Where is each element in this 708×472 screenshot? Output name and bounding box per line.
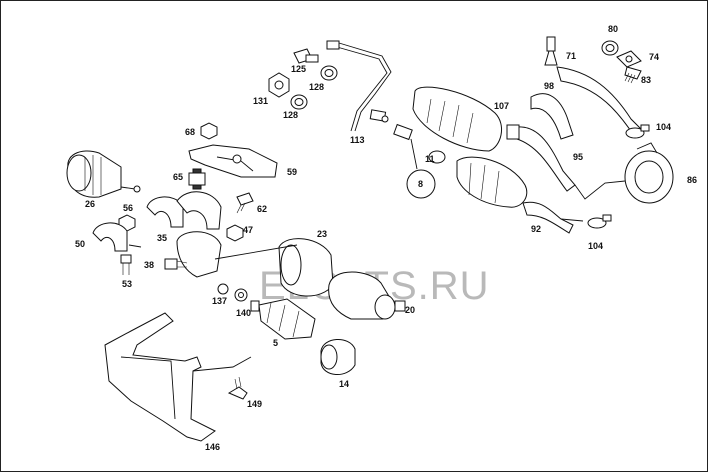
filter-20[interactable] bbox=[328, 271, 406, 320]
bracket-74[interactable] bbox=[616, 50, 642, 68]
label-149: 149 bbox=[247, 399, 262, 409]
label-113: 113 bbox=[350, 135, 365, 145]
label-26: 26 bbox=[85, 199, 95, 209]
label-137: 137 bbox=[212, 296, 227, 306]
cover-146[interactable] bbox=[104, 312, 216, 442]
label-56: 56 bbox=[123, 203, 133, 213]
label-8: 8 bbox=[418, 179, 423, 189]
screw-62[interactable] bbox=[236, 192, 254, 214]
accumulator-upper[interactable] bbox=[412, 86, 503, 152]
label-107: 107 bbox=[494, 101, 509, 111]
nut-47[interactable] bbox=[226, 224, 244, 242]
label-59: 59 bbox=[287, 167, 297, 177]
screw-149[interactable] bbox=[227, 376, 248, 400]
washer-128a[interactable] bbox=[320, 65, 338, 81]
label-131: 131 bbox=[253, 96, 268, 106]
label-23: 23 bbox=[317, 229, 327, 239]
label-146: 146 bbox=[205, 442, 220, 452]
label-14: 14 bbox=[339, 379, 349, 389]
pump-5[interactable] bbox=[250, 298, 316, 340]
label-11: 11 bbox=[425, 154, 435, 164]
hose-107[interactable] bbox=[530, 93, 574, 140]
clamp-lower[interactable] bbox=[176, 231, 222, 278]
hose-95[interactable] bbox=[506, 124, 576, 192]
bolt-53[interactable] bbox=[120, 254, 132, 275]
label-92: 92 bbox=[531, 224, 541, 234]
label-71: 71 bbox=[566, 51, 576, 61]
hose-92[interactable] bbox=[522, 201, 574, 234]
clamp-50[interactable] bbox=[92, 222, 142, 252]
label-104a: 104 bbox=[656, 122, 671, 132]
label-68: 68 bbox=[185, 127, 195, 137]
label-35: 35 bbox=[157, 233, 167, 243]
label-83: 83 bbox=[641, 75, 651, 85]
fuel-pump-26[interactable] bbox=[66, 150, 141, 198]
nut-68[interactable] bbox=[200, 122, 218, 140]
label-65: 65 bbox=[173, 172, 183, 182]
fitting-125[interactable] bbox=[293, 48, 319, 64]
label-140: 140 bbox=[236, 308, 251, 318]
washer-137[interactable] bbox=[217, 283, 229, 295]
screw-83[interactable] bbox=[624, 66, 642, 84]
damper-86[interactable] bbox=[624, 142, 674, 204]
leader-line bbox=[574, 180, 626, 200]
label-104b: 104 bbox=[588, 241, 603, 251]
ring-14[interactable] bbox=[320, 339, 356, 375]
fuel-pipe-113[interactable] bbox=[326, 40, 392, 132]
washer-128b[interactable] bbox=[290, 94, 308, 110]
label-38: 38 bbox=[144, 260, 154, 270]
star-washer-140[interactable] bbox=[234, 288, 248, 302]
label-20: 20 bbox=[405, 305, 415, 315]
connector-71[interactable] bbox=[544, 36, 558, 66]
damper-65[interactable] bbox=[188, 168, 206, 190]
clamp-104a[interactable] bbox=[625, 124, 650, 139]
nut-131[interactable] bbox=[268, 72, 290, 98]
banjo-bolt-80[interactable] bbox=[601, 40, 619, 56]
label-80: 80 bbox=[608, 24, 618, 34]
clamp-104b[interactable] bbox=[587, 214, 612, 229]
sensor-11[interactable] bbox=[393, 123, 446, 164]
label-128a: 128 bbox=[309, 82, 324, 92]
label-86: 86 bbox=[687, 175, 697, 185]
label-53: 53 bbox=[122, 279, 132, 289]
clamp-35[interactable] bbox=[146, 196, 184, 228]
accumulator-lower[interactable] bbox=[456, 156, 528, 208]
label-50: 50 bbox=[75, 239, 85, 249]
label-95: 95 bbox=[573, 152, 583, 162]
label-98: 98 bbox=[544, 81, 554, 91]
label-47: 47 bbox=[243, 225, 253, 235]
label-5: 5 bbox=[273, 338, 278, 348]
label-128b: 128 bbox=[283, 110, 298, 120]
label-74: 74 bbox=[649, 52, 659, 62]
bolt-38[interactable] bbox=[164, 258, 188, 270]
clamp-upper[interactable] bbox=[176, 191, 222, 230]
filter-23[interactable] bbox=[278, 238, 334, 297]
label-62: 62 bbox=[257, 204, 267, 214]
label-125: 125 bbox=[291, 64, 306, 74]
circle-callout-8 bbox=[406, 138, 436, 199]
bracket-59[interactable] bbox=[188, 144, 278, 178]
